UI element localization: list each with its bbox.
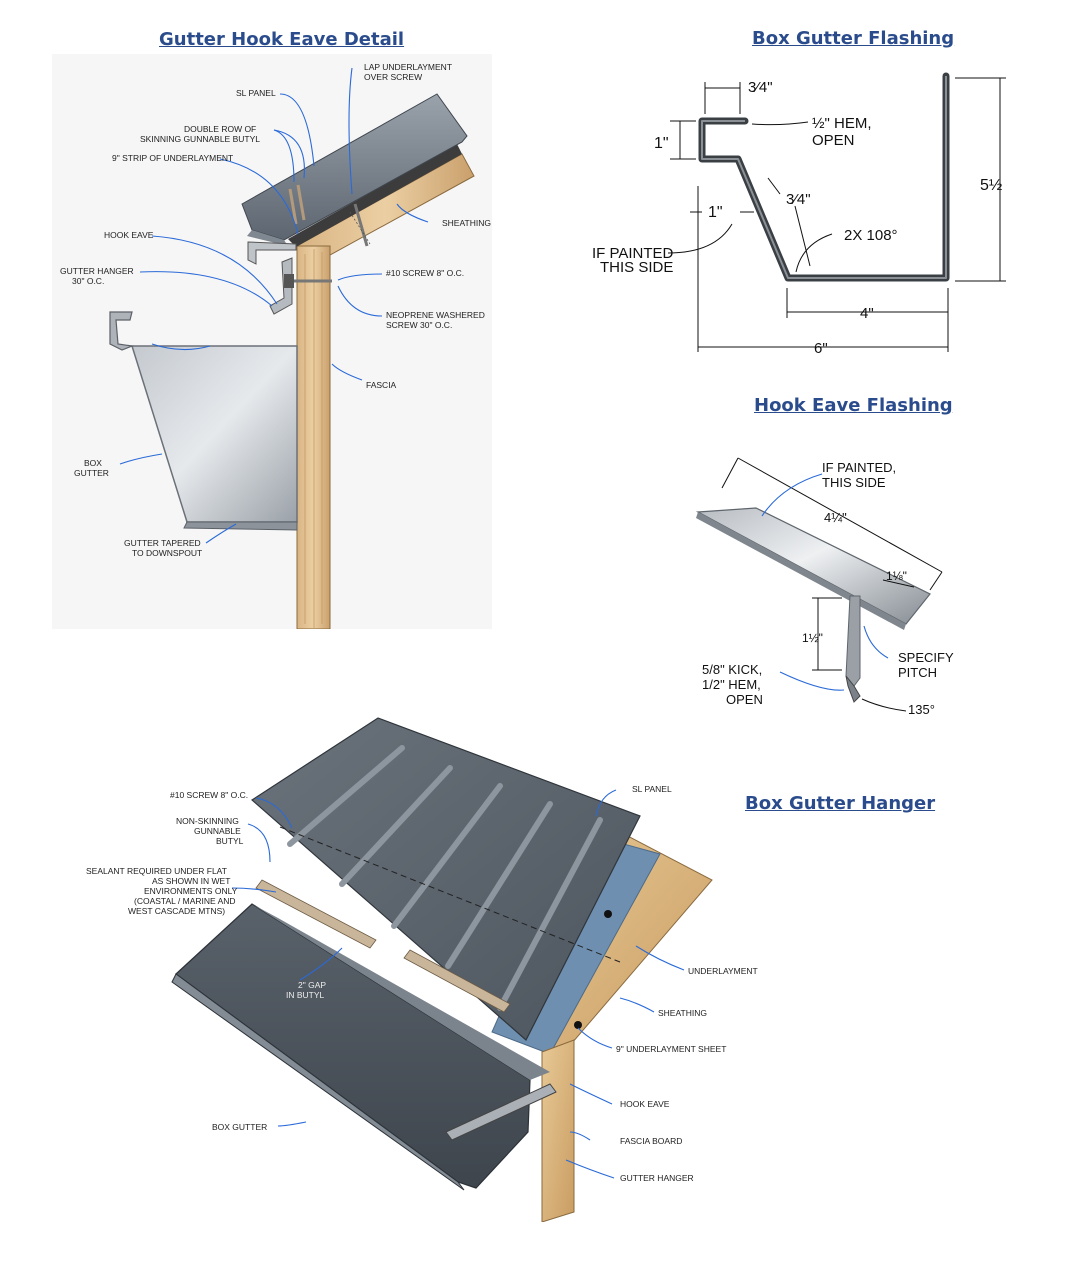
label-sealant-5: WEST CASCADE MTNS) [128,906,225,916]
dim-one-half: 1½" [802,631,823,645]
dim-one-mid: 1" [708,204,723,221]
label-gutter: GUTTER [74,468,109,478]
label-hook-eave: HOOK EAVE [104,230,154,240]
dim-six: 6" [814,340,828,357]
label-gutter-hanger: GUTTER HANGER [620,1173,694,1183]
label-sealant-2: AS SHOWN IN WET [152,876,230,886]
dim-one-top: 1" [654,135,669,152]
gutter-hanger [269,257,293,315]
butyl-strips [255,879,511,1013]
label-double-row: DOUBLE ROW OF [184,124,256,134]
box-gutter-hanger-drawing: #10 SCREW 8" O.C. SL PANEL NON-SKINNING … [80,712,770,1222]
dim-hem: ½" HEM, [812,115,872,132]
label-open: OPEN [726,692,763,707]
label-gap: 2" GAP [298,980,326,990]
label-hem: 1/2" HEM, [702,677,761,692]
hook-top-plate [695,507,931,625]
dim-four-quarter: 4¼" [824,510,847,525]
butyl-rows [288,184,306,225]
dim-angle: 2X 108° [844,227,898,244]
hook-eave-flashing [247,241,297,265]
label-sheathing: SHEATHING [658,1008,707,1018]
label-kick: 5/8" KICK, [702,662,762,677]
label-if-painted: IF PAINTED, [822,460,896,475]
hook-eave-flashing-drawing: IF PAINTED, THIS SIDE 4¼" 1⅛" 1½" SPECIF… [672,446,986,740]
screw-10 [349,203,371,247]
label-sealant: SEALANT REQUIRED UNDER FLAT [86,866,227,876]
label-underlayment: UNDERLAYMENT [688,966,758,976]
box-flashing-profile [698,72,950,282]
underlayment-strip [288,144,462,247]
label-tapered-2: TO DOWNSPOUT [132,548,202,558]
label-box: BOX [84,458,102,468]
label-box-gutter: BOX GUTTER [212,1122,267,1132]
dim-three-quarter-top: 3⁄4" [748,79,773,96]
dim-four: 4" [860,305,874,322]
fascia-board [296,245,331,629]
label-sealant-3: ENVIRONMENTS ONLY [144,886,238,896]
label-gunnable: GUNNABLE [194,826,241,836]
hanger-fascia [541,1039,575,1222]
label-butyl: BUTYL [216,836,244,846]
title-box-gutter-flashing: Box Gutter Flashing [752,28,955,49]
box-gutter [130,345,298,523]
dim-one-eighth: 1⅛" [886,569,907,583]
label-screw-10: #10 SCREW 8" O.C. [386,268,464,278]
label-lap-underlayment-2: OVER SCREW [364,72,422,82]
label-angle: 135° [908,702,935,717]
label-non-skinning: NON-SKINNING [176,816,239,826]
label-this-side: THIS SIDE [822,475,886,490]
label-screw-10: #10 SCREW 8" O.C. [170,790,248,800]
title-box-gutter-hanger: Box Gutter Hanger [745,793,936,814]
label-specify: SPECIFY [898,650,954,665]
label-this-side: THIS SIDE [600,259,673,276]
label-gutter-hanger: GUTTER HANGER [60,266,134,276]
label-sealant-4: (COASTAL / MARINE AND [134,896,236,906]
neoprene-screw [284,274,332,288]
label-underlayment-sheet: 9" UNDERLAYMENT SHEET [616,1044,726,1054]
dim-hem-2: OPEN [812,132,855,149]
label-strip-underlayment: 9" STRIP OF UNDERLAYMENT [112,153,233,163]
label-fascia-board: FASCIA BOARD [620,1136,682,1146]
label-sl-panel: SL PANEL [236,88,276,98]
label-gap-2: IN BUTYL [286,990,325,1000]
label-sheathing: SHEATHING [442,218,491,228]
label-sl-panel: SL PANEL [632,784,672,794]
label-neoprene-2: SCREW 30" O.C. [386,320,452,330]
hook-leg [845,595,861,687]
label-lap-underlayment: LAP UNDERLAYMENT [364,62,452,72]
eave-detail-drawing: LAP UNDERLAYMENT OVER SCREW SL PANEL DOU… [52,54,492,629]
label-neoprene: NEOPRENE WASHERED [386,310,485,320]
label-pitch: PITCH [898,665,937,680]
hanger-roof-panel [251,717,641,1041]
title-gutter-hook-eave-detail: Gutter Hook Eave Detail [159,29,405,50]
hanger-bar [445,1083,557,1141]
title-hook-eave-flashing: Hook Eave Flashing [754,395,953,416]
label-if-painted: IF PAINTED [592,245,674,262]
label-hook-eave: HOOK EAVE [620,1099,670,1109]
dim-three-quarter-mid: 3⁄4" [786,191,811,208]
label-double-row-2: SKINNING GUNNABLE BUTYL [140,134,260,144]
label-tapered: GUTTER TAPERED [124,538,201,548]
box-flashing-drawing: 3⁄4" 1" ½" HEM, OPEN 5½ 3⁄4" 1" 2X 108° … [590,56,1050,386]
label-fascia: FASCIA [366,380,397,390]
dim-five-half: 5½ [980,177,1002,194]
label-gutter-hanger-2: 30" O.C. [72,276,104,286]
